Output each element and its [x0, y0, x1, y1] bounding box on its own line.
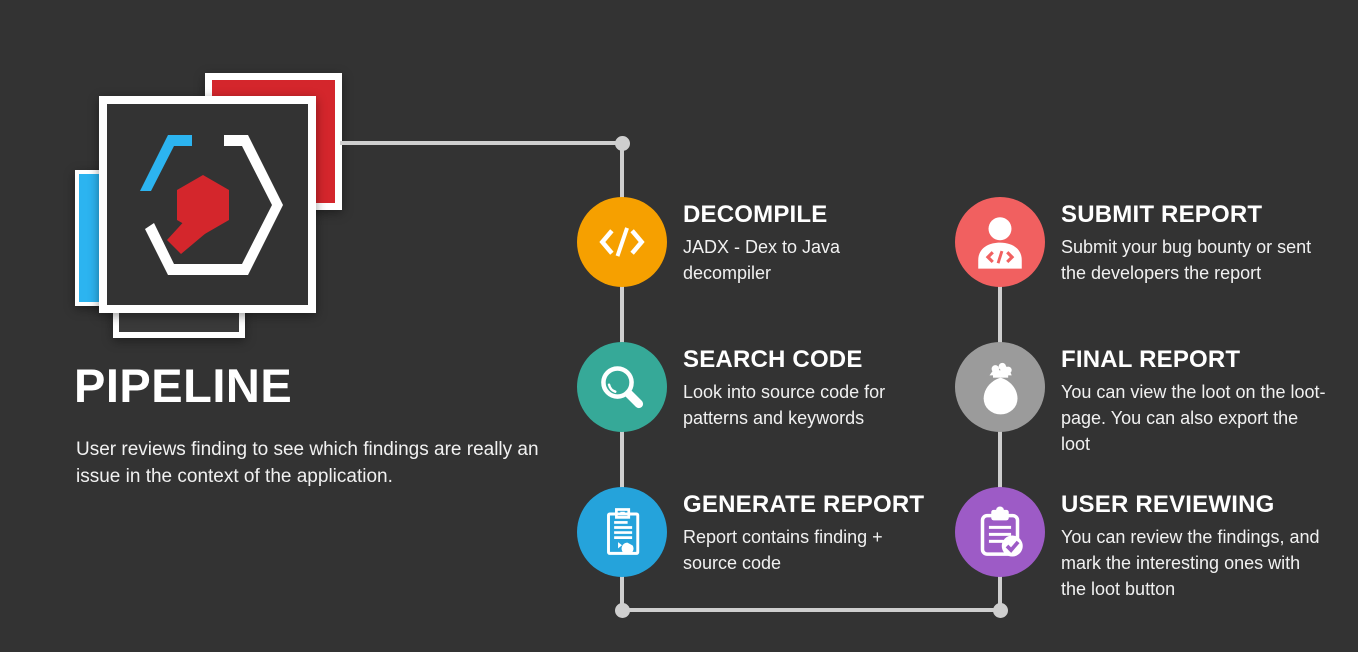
step-generate-report: GENERATE REPORT Report contains finding … [577, 487, 924, 577]
step-circle [577, 487, 667, 577]
step-description: JADX - Dex to Java decompiler [683, 237, 841, 283]
code-icon [599, 227, 645, 257]
step-circle [955, 342, 1045, 432]
step-description: You can review the findings, and mark th… [1061, 527, 1320, 599]
step-description: Submit your bug bounty or sent the devel… [1061, 237, 1312, 283]
review-check-clipboard-icon [980, 506, 1023, 557]
logo-main-square [99, 96, 316, 313]
step-user-reviewing: USER REVIEWING You can review the findin… [955, 487, 1329, 602]
step-title: SUBMIT REPORT [1061, 201, 1263, 228]
app-logo [60, 60, 360, 350]
step-description: Look into source code for patterns and k… [683, 382, 886, 428]
step-title: DECOMPILE [683, 201, 828, 228]
step-title: FINAL REPORT [1061, 346, 1241, 373]
step-submit-report: SUBMIT REPORT Submit your bug bounty or … [955, 197, 1329, 287]
step-title: GENERATE REPORT [683, 491, 925, 518]
step-circle [955, 197, 1045, 287]
step-description: Report contains finding + source code [683, 527, 883, 573]
step-final-report: FINAL REPORT You can view the loot on th… [955, 342, 1329, 457]
step-circle [577, 197, 667, 287]
step-circle [577, 342, 667, 432]
page-title: PIPELINE [74, 359, 293, 412]
step-description: You can view the loot on the loot-page. … [1061, 382, 1326, 454]
connector-dot-top [615, 136, 630, 151]
hexagon-code-logo-icon [139, 134, 283, 275]
connector-dot-bottom-right [993, 603, 1008, 618]
step-search-code: SEARCH CODE Look into source code for pa… [577, 342, 921, 432]
connector-bottom-horizontal [622, 608, 1002, 612]
loot-bag-icon [983, 362, 1018, 415]
connector-dot-bottom-left [615, 603, 630, 618]
search-icon [601, 366, 644, 409]
page-subtitle: User reviews finding to see which findin… [76, 439, 539, 487]
developer-person-icon [978, 217, 1022, 269]
connector-top-horizontal [340, 141, 624, 145]
report-clipboard-icon [607, 508, 640, 555]
step-decompile: DECOMPILE JADX - Dex to Java decompiler [577, 197, 921, 287]
step-title: USER REVIEWING [1061, 491, 1275, 518]
step-title: SEARCH CODE [683, 346, 863, 373]
step-circle [955, 487, 1045, 577]
